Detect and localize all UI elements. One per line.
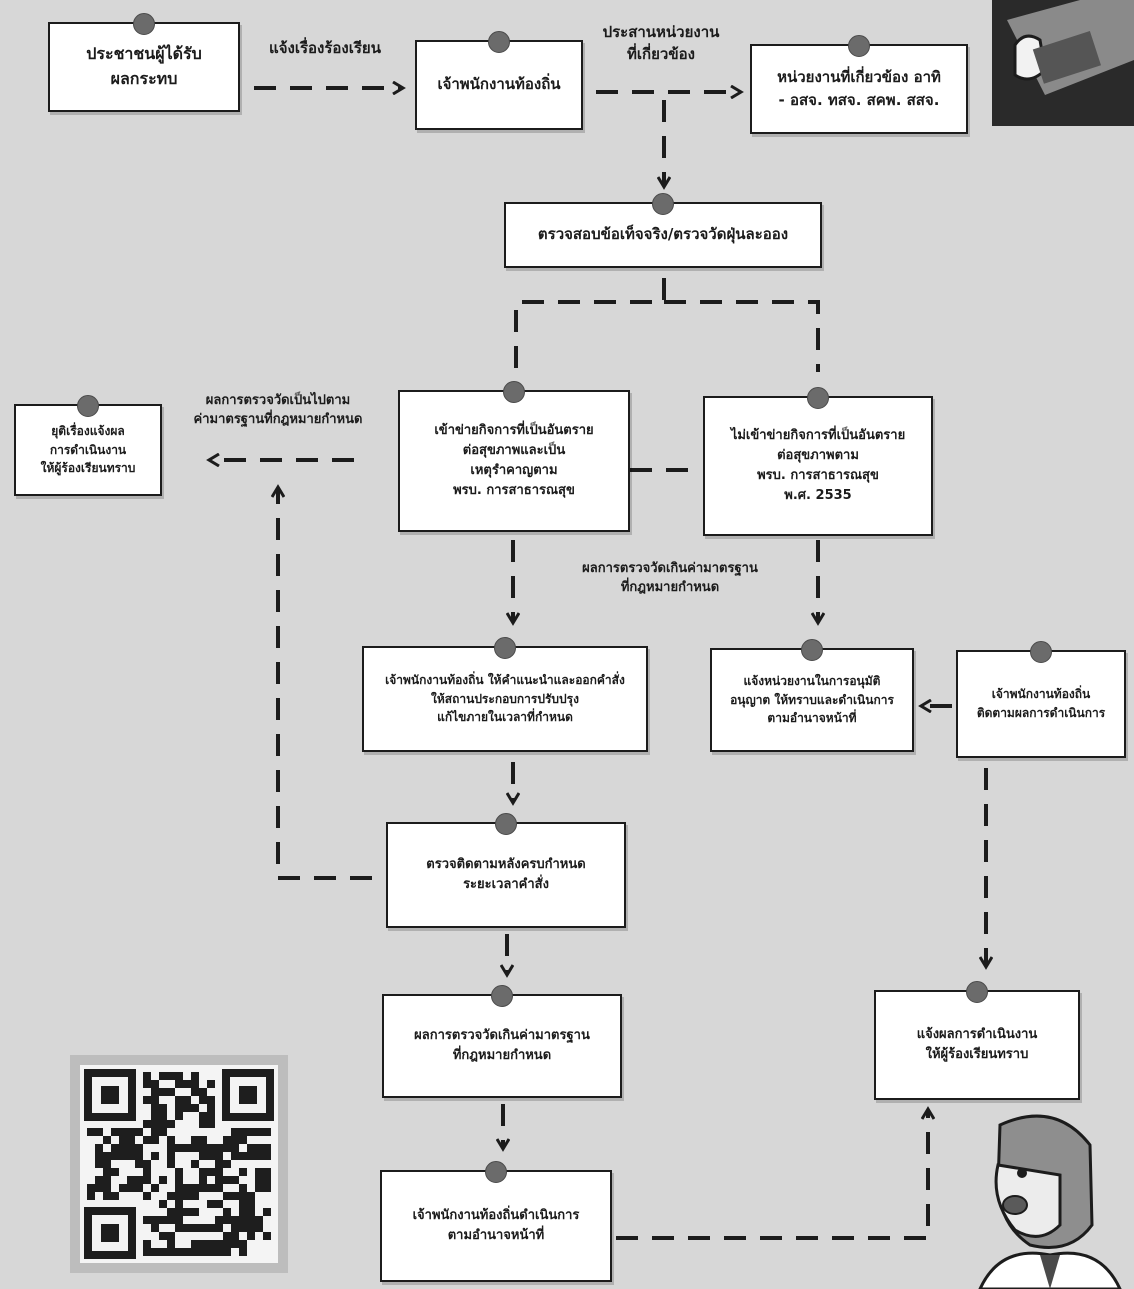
edge-act-to-notify <box>616 1110 928 1240</box>
node-inspect: ตรวจสอบข้อเท็จจริง/ตรวจวัดฝุ่นละออง <box>504 193 822 268</box>
edge-inspect-split-right <box>664 300 820 372</box>
node-dot <box>77 395 99 417</box>
label-coordinate: ประสานหน่วยงาน ที่เกี่ยวข้อง <box>602 23 720 63</box>
person-with-folder-icon <box>992 0 1134 126</box>
node-officer-act: เจ้าพนักงานท้องถิ่นดำเนินการ ตามอำนาจหน้… <box>380 1161 612 1282</box>
node-dot <box>807 387 829 409</box>
node-dot <box>133 13 155 35</box>
node-hazard-yes: เข้าข่ายกิจการที่เป็นอันตราย ต่อสุขภาพแล… <box>398 381 630 532</box>
node-dot <box>494 637 516 659</box>
node-recheck: ตรวจติดตามหลังครบกำหนด ระยะเวลาคำสั่ง <box>386 813 626 928</box>
node-officer-follow: เจ้าพนักงานท้องถิ่น ติดตามผลการดำเนินการ <box>956 641 1126 758</box>
node-dot <box>503 381 525 403</box>
node-dot <box>485 1161 507 1183</box>
node-dot <box>801 639 823 661</box>
edge-inspect-split <box>514 278 666 372</box>
node-related-agencies: หน่วยงานที่เกี่ยวข้อง อาทิ - อสจ. ทสจ. ส… <box>750 35 968 134</box>
node-notify-permit-agency: แจ้งหน่วยงานในการอนุมัติ อนุญาต ให้ทราบแ… <box>710 639 914 752</box>
node-dot <box>495 813 517 835</box>
node-exceed-result: ผลการตรวจวัดเกินค่ามาตรฐาน ที่กฎหมายกำหน… <box>382 985 622 1098</box>
node-dot <box>966 981 988 1003</box>
node-notify-result: แจ้งผลการดำเนินงาน ให้ผู้ร้องเรียนทราบ <box>874 981 1080 1100</box>
node-officer-order: เจ้าพนักงานท้องถิ่น ให้คำแนะนำและออกคำสั… <box>362 637 648 752</box>
node-dot <box>1030 641 1052 663</box>
speaking-person-icon <box>978 1114 1122 1289</box>
label-over-standard: ผลการตรวจวัดเกินค่ามาตรฐาน ที่กฎหมายกำหน… <box>582 561 758 595</box>
label-within-standard: ผลการตรวจวัดเป็นไปตาม ค่ามาตรฐานที่กฎหมา… <box>193 393 363 427</box>
node-end-notify: ยุติเรื่องแจ้งผล การดำเนินงาน ให้ผู้ร้อง… <box>14 395 162 496</box>
node-affected-public: ประชาชนผู้ได้รับ ผลกระทบ <box>48 13 240 112</box>
qr-code-icon <box>70 1055 288 1273</box>
node-local-officer: เจ้าพนักงานท้องถิ่น <box>415 31 583 130</box>
node-dot <box>848 35 870 57</box>
node-hazard-no: ไม่เข้าข่ายกิจการที่เป็นอันตราย ต่อสุขภา… <box>703 387 933 536</box>
edge-recheck-to-end <box>278 488 372 880</box>
label-report-complaint: แจ้งเรื่องร้องเรียน <box>269 39 381 57</box>
node-dot <box>491 985 513 1007</box>
node-dot <box>488 31 510 53</box>
node-dot <box>652 193 674 215</box>
